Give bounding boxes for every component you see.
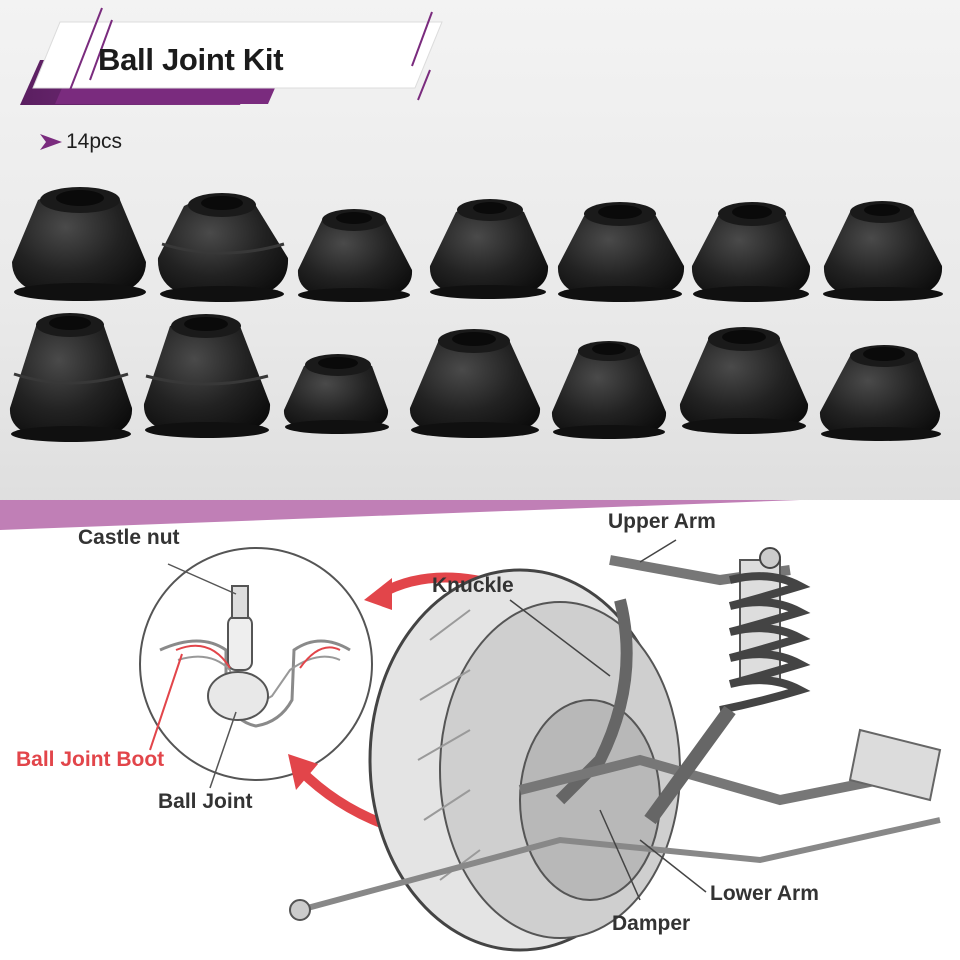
upper-arrow-head-icon xyxy=(364,578,392,610)
banner-plate xyxy=(32,21,443,89)
lower-arrow-head-icon xyxy=(288,754,318,790)
label-ball-joint: Ball Joint xyxy=(158,790,253,813)
ball-joint-boot xyxy=(297,209,413,302)
bullet-arrow-icon xyxy=(40,134,62,150)
boot-row-2 xyxy=(9,313,941,442)
tie-rod xyxy=(299,817,941,913)
ball-joint-boot xyxy=(157,193,289,302)
product-photo-area: Ball Joint Kit 14pcs xyxy=(0,0,960,530)
banner-slash-left-2 xyxy=(89,19,113,81)
product-title: Ball Joint Kit xyxy=(98,42,284,77)
ball-joint-boot xyxy=(143,314,271,438)
label-knuckle: Knuckle xyxy=(432,574,514,597)
ball-joint-boot xyxy=(12,187,146,301)
label-lower-arm: Lower Arm xyxy=(710,882,819,905)
ball-joint-boot xyxy=(691,202,811,302)
ball-joint-boot xyxy=(823,201,943,301)
piece-count: 14pcs xyxy=(66,130,123,153)
coil-spring xyxy=(644,547,811,825)
ball-joint-boot xyxy=(557,202,685,302)
ball-joint-sphere xyxy=(207,671,269,721)
banner-slash-left xyxy=(69,7,103,91)
ball-joint-boot xyxy=(679,327,809,434)
ball-joint-boot xyxy=(551,341,667,439)
diagram-area: Castle nut Upper Arm Knuckle Ball Joint … xyxy=(0,500,960,960)
ball-joint-boot xyxy=(819,345,941,441)
title-banner xyxy=(20,7,443,150)
damper-shaft xyxy=(644,705,736,825)
ball-joint-boot xyxy=(429,199,549,299)
castle-nut xyxy=(231,585,249,619)
section-divider xyxy=(0,500,800,530)
label-damper: Damper xyxy=(612,912,691,935)
banner-slash-right xyxy=(411,11,433,67)
ball-joint-boot xyxy=(283,354,389,434)
banner-stripe-lower xyxy=(55,88,275,104)
suspension-diagram xyxy=(0,500,942,952)
product-photo xyxy=(9,7,943,442)
ball-joint-inset xyxy=(139,547,373,789)
label-castle-nut: Castle nut xyxy=(78,526,180,549)
lower-arm xyxy=(518,754,881,806)
ball-joint-stud xyxy=(227,615,253,671)
suspension-linkage xyxy=(289,555,942,921)
banner-slash-right-2 xyxy=(417,69,431,101)
boot-row-1 xyxy=(12,187,943,302)
inset-circle xyxy=(139,547,373,781)
label-upper-arm: Upper Arm xyxy=(608,510,716,533)
label-ball-joint-boot: Ball Joint Boot xyxy=(16,748,165,771)
ball-joint-boot xyxy=(9,313,133,442)
ball-joint-boot xyxy=(409,329,541,438)
